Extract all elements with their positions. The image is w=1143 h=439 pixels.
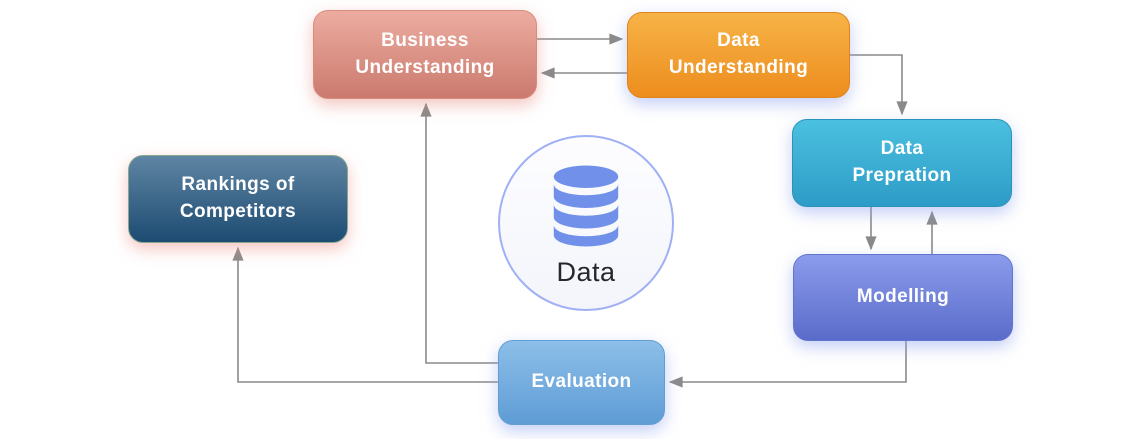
- database-icon: [553, 164, 619, 247]
- node-modelling: Modelling: [793, 254, 1013, 341]
- data-hub-circle: Data: [498, 135, 674, 311]
- data-hub-label: Data: [556, 256, 616, 287]
- node-evaluation: Evaluation: [498, 340, 665, 425]
- node-data-understanding: Data Understanding: [627, 12, 850, 98]
- node-business-understanding: Business Understanding: [313, 10, 537, 99]
- node-evaluation-label: Evaluation: [531, 371, 632, 393]
- node-data-understanding-label: Data Understanding: [668, 30, 809, 78]
- node-rankings-of-competitors-label: Rankings of Competitors: [179, 174, 297, 222]
- node-rankings-of-competitors: Rankings of Competitors: [128, 155, 348, 243]
- arrow-data-understanding-to-data-prepration: [850, 54, 908, 116]
- arrow-modelling-to-evaluation: [668, 341, 907, 388]
- node-business-understanding-label: Business Understanding: [355, 29, 495, 78]
- node-modelling-label: Modelling: [856, 286, 950, 308]
- arrow-evaluation-to-rankings: [232, 246, 498, 383]
- node-data-prepration-label: Data Prepration: [852, 138, 952, 186]
- arrow-evaluation-to-business: [420, 102, 498, 364]
- node-data-prepration: Data Prepration: [792, 119, 1012, 207]
